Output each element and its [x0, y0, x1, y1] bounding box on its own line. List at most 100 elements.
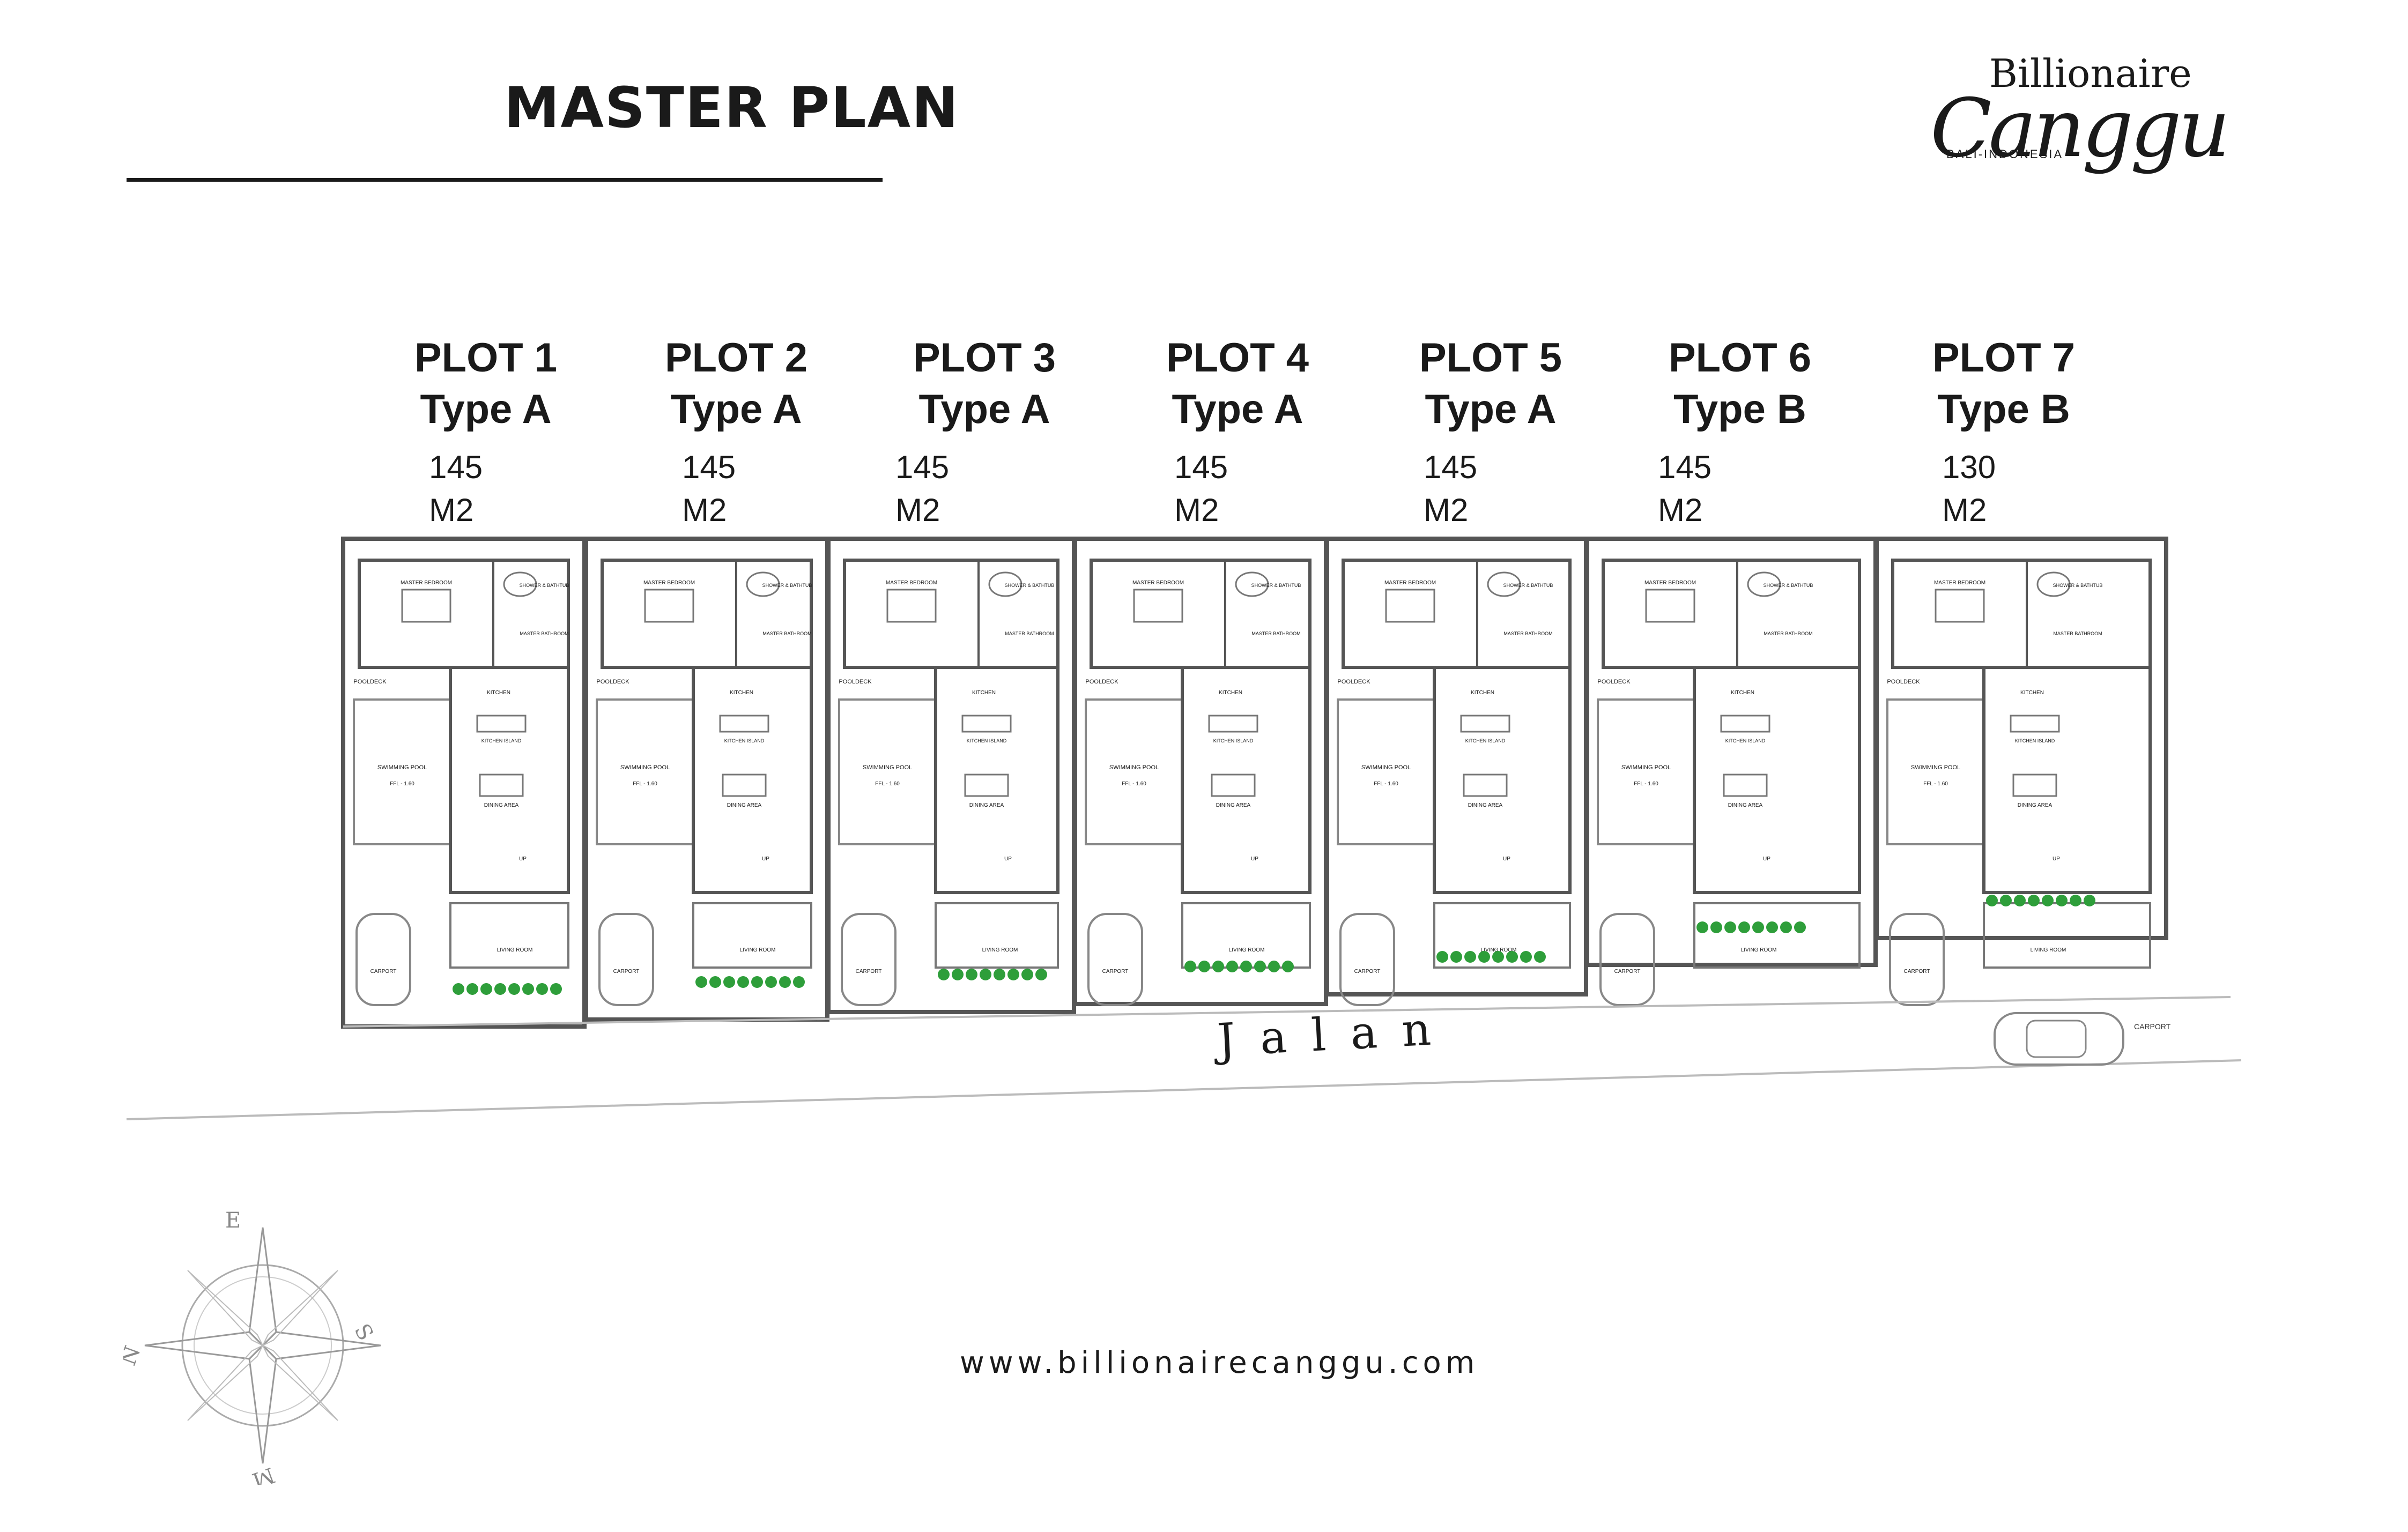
kitchen-island-label: KITCHEN ISLAND — [1465, 738, 1506, 743]
stairs-up-label: UP — [1503, 856, 1510, 862]
road-carport-label: CARPORT — [2134, 1022, 2171, 1031]
planter-icon — [751, 976, 763, 988]
master-bedroom-label: MASTER BEDROOM — [401, 580, 452, 586]
carport-label: CARPORT — [1102, 969, 1129, 975]
swimming-pool-label: SWIMMING POOL — [620, 764, 670, 771]
planter-icon — [508, 983, 520, 995]
swimming-pool-label: SWIMMING POOL — [1361, 764, 1411, 771]
master-bathroom-label: MASTER BATHROOM — [762, 631, 811, 636]
master-bedroom-label: MASTER BEDROOM — [1644, 580, 1696, 586]
master-bathroom-label: MASTER BATHROOM — [1005, 631, 1054, 636]
kitchen-label: KITCHEN — [2020, 690, 2044, 696]
kitchen-label: KITCHEN — [487, 690, 510, 696]
living-room-walls — [1433, 902, 1571, 969]
planter-icon — [980, 969, 991, 980]
living-block-walls — [1181, 666, 1312, 894]
master-bathroom-label: MASTER BATHROOM — [1764, 631, 1812, 636]
dining-area-label: DINING AREA — [1216, 802, 1251, 808]
master-bathroom-label: MASTER BATHROOM — [2053, 631, 2102, 636]
living-room-label: LIVING ROOM — [982, 947, 1018, 953]
stairs-up-label: UP — [1004, 856, 1012, 862]
master-bedroom-label: MASTER BEDROOM — [886, 580, 937, 586]
planter-icon — [1021, 969, 1033, 980]
plot-4-label: PLOT 4 Type A — [1141, 332, 1334, 435]
planter-icon — [1738, 921, 1750, 933]
planter-icon — [2028, 895, 2040, 906]
bathtub-icon — [503, 571, 537, 597]
plot-type: Type A — [420, 386, 552, 432]
plot-name: PLOT 5 — [1419, 335, 1562, 381]
stairs-up-label: UP — [762, 856, 769, 862]
road-far-edge-line — [126, 1059, 2242, 1120]
bedroom-walls — [601, 559, 813, 669]
stairs-up-label: UP — [519, 856, 527, 862]
master-bedroom-label: MASTER BEDROOM — [1132, 580, 1184, 586]
planter-icon — [453, 983, 464, 995]
planter-icon — [765, 976, 777, 988]
swimming-pool-label: SWIMMING POOL — [1109, 764, 1159, 771]
plot-type: Type A — [918, 386, 1050, 432]
planter-icon — [1710, 921, 1722, 933]
dining-table-icon — [1723, 774, 1768, 797]
brand-logo: Billionaire Canggu BALI-INDONESIA — [1925, 51, 2230, 175]
compass-east: E — [225, 1208, 241, 1233]
plot-name: PLOT 7 — [1932, 335, 2076, 381]
dining-area-label: DINING AREA — [1468, 802, 1503, 808]
dining-area-label: DINING AREA — [727, 802, 762, 808]
compass-south: S — [349, 1320, 378, 1345]
carport-label: CARPORT — [1904, 969, 1930, 975]
compass-west: M — [249, 1462, 278, 1485]
logo-line-1: Billionaire — [1989, 51, 2192, 96]
living-block-walls — [1982, 666, 2152, 894]
planter-icon — [966, 969, 977, 980]
pool-ffl-label: FFL - 1.60 — [1634, 781, 1658, 787]
planter-icon — [1035, 969, 1047, 980]
bed-icon — [1935, 589, 1985, 623]
planter-icon — [494, 983, 506, 995]
shower-label: SHOWER & BATHTUB — [1005, 583, 1055, 588]
planter-icon — [1724, 921, 1736, 933]
kitchen-label: KITCHEN — [1471, 690, 1494, 696]
kitchen-label: KITCHEN — [1219, 690, 1242, 696]
dining-area-label: DINING AREA — [1728, 802, 1763, 808]
plots-group: MASTER BEDROOM SHOWER & BATHTUB MASTER BAT… — [341, 537, 2168, 1029]
plot-type: Type B — [1673, 386, 1806, 432]
planter-icon — [1766, 921, 1778, 933]
dining-area-label: DINING AREA — [484, 802, 519, 808]
dining-table-icon — [2012, 774, 2057, 797]
bed-icon — [1385, 589, 1435, 623]
shower-label: SHOWER & BATHTUB — [2053, 583, 2103, 588]
car-icon — [1889, 913, 1945, 1006]
kitchen-island-label: KITCHEN ISLAND — [967, 738, 1007, 743]
plot-type: Type A — [670, 386, 802, 432]
swimming-pool — [596, 698, 694, 845]
planter-icon — [709, 976, 721, 988]
planter-icon — [2000, 895, 2012, 906]
living-room-walls — [935, 902, 1059, 969]
plot-outline — [826, 537, 1076, 1014]
planter-icon — [938, 969, 950, 980]
planter-icon — [723, 976, 735, 988]
planter-icon — [1696, 921, 1708, 933]
planter-icon — [550, 983, 562, 995]
plot-1-label: PLOT 1 Type A — [389, 332, 582, 435]
planter-icon — [1752, 921, 1764, 933]
kitchen-island — [1720, 715, 1770, 733]
kitchen-island — [476, 715, 527, 733]
kitchen-island — [719, 715, 769, 733]
swimming-pool — [353, 698, 451, 845]
car-icon — [1087, 913, 1143, 1006]
master-bedroom-label: MASTER BEDROOM — [1384, 580, 1436, 586]
logo-line-2: Canggu — [1930, 82, 2230, 175]
shower-label: SHOWER & BATHTUB — [1503, 583, 1553, 588]
master-bathroom-label: MASTER BATHROOM — [1251, 631, 1300, 636]
planter-icon — [2042, 895, 2054, 906]
bedroom-walls — [1891, 559, 2152, 669]
swimming-pool — [1886, 698, 1985, 845]
dining-area-label: DINING AREA — [969, 802, 1004, 808]
living-room-walls — [1983, 902, 2151, 969]
bedroom-walls — [358, 559, 570, 669]
kitchen-island — [961, 715, 1012, 733]
